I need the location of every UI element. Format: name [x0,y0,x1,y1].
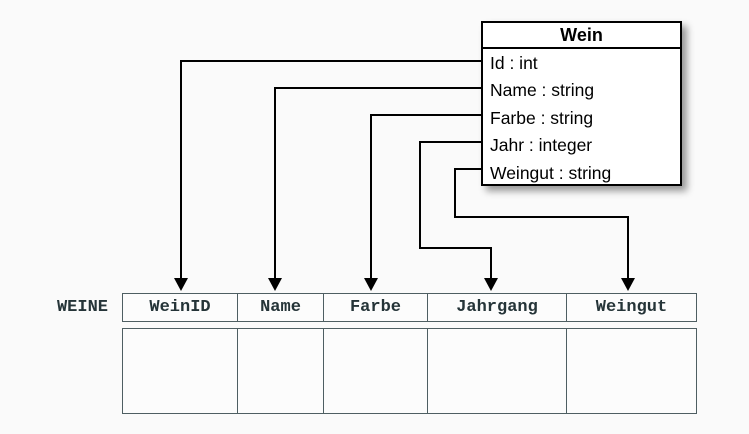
uml-class-wein: Wein Id : int Name : string Farbe : stri… [481,21,682,186]
class-attribute-name: Name : string [490,80,595,101]
table-empty-row [122,328,697,414]
empty-cell-name [238,329,324,413]
class-attributes: Id : int Name : string Farbe : string Ja… [483,49,680,187]
class-title: Wein [483,23,680,49]
column-header-farbe: Farbe [324,294,428,321]
column-header-weingut: Weingut [595,298,668,317]
class-attribute-id: Id : int [490,53,538,73]
table-header-row: WeinID Name Farbe Jahrgang Weingut [122,293,697,322]
empty-cell-jahrgang [428,329,567,413]
column-header-weinid: WeinID [123,294,238,321]
connector-farbe-to-farbe [364,114,481,291]
empty-cell-weinid [123,329,238,413]
empty-cell-farbe [324,329,428,413]
connector-jahr-to-jahrgang [419,141,498,291]
connector-id-to-weinid [174,60,481,291]
arrowhead-jahrgang [484,278,498,291]
class-attribute-weingut: Weingut : string [490,162,612,183]
arrowhead-weinid [174,278,188,291]
connector-weingut-to-weingut [454,168,635,291]
table-name-label: WEINE [56,298,108,317]
connector-name-to-name [268,87,481,291]
empty-cell-weingut [567,329,696,413]
column-header-jahrgang: Jahrgang [428,294,567,321]
arrowhead-farbe [364,278,378,291]
class-attribute-farbe: Farbe : string [490,107,594,128]
arrowhead-name [268,278,282,291]
column-header-name: Name [238,294,324,321]
class-attribute-jahr: Jahr : integer [490,135,593,156]
arrowhead-weingut [621,278,635,291]
